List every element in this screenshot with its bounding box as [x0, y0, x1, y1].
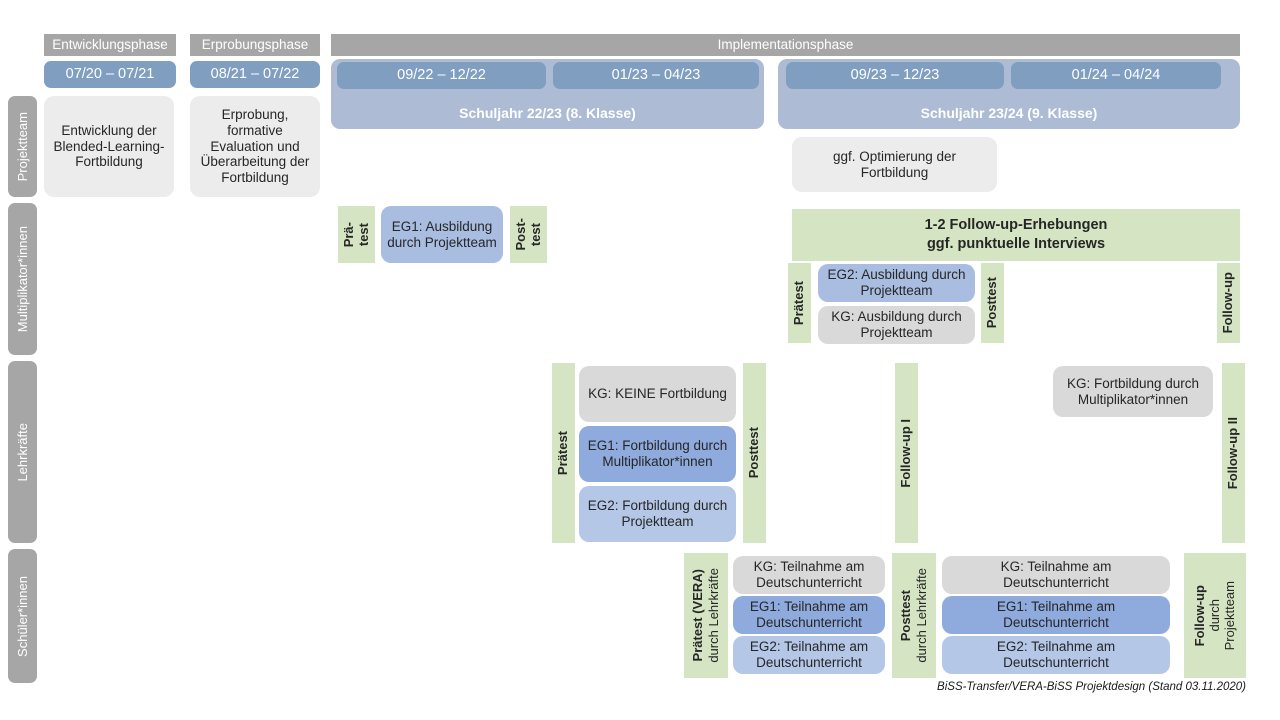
- followup-multiplikatoren: Follow-up: [1217, 263, 1240, 343]
- period-0922-1222: 09/22 – 12/22: [337, 62, 546, 89]
- followup-1-lehrkraefte: Follow-up I: [895, 363, 918, 543]
- card-ggf-optimierung: ggf. Optimierung der Fortbildung: [792, 137, 997, 192]
- period-label: 07/20 – 07/21: [65, 65, 155, 82]
- card-entwicklung-fortbildung: Entwicklung der Blended-Learning-Fortbil…: [44, 96, 174, 197]
- card-eg1-ausbildung-projektteam: EG1: Ausbildung durch Projektteam: [381, 206, 503, 263]
- posttest-line1: Post-: [512, 218, 528, 251]
- period-label: 09/23 – 12/23: [850, 66, 940, 83]
- praetest-vera-bold: Prätest (VERA): [690, 569, 706, 662]
- posttest-schueler: Posttest durch Lehrkräfte: [892, 553, 936, 678]
- card-kg-fortbildung-multiplikatoren: KG: Fortbildung durch Multiplikator*inne…: [1053, 366, 1213, 417]
- followup-sub2: Projektteam: [1222, 580, 1238, 651]
- phase-header-implementationsphase: Implementationsphase: [331, 34, 1240, 56]
- followup-sub1: durch: [1206, 599, 1222, 632]
- schoolyear-label: Schuljahr 22/23 (8. Klasse): [459, 105, 636, 121]
- period-label: 08/21 – 07/22: [210, 65, 300, 82]
- phase-header-erprobungsphase: Erprobungsphase: [190, 34, 320, 56]
- schoolyear-label: Schuljahr 23/24 (9. Klasse): [920, 105, 1098, 121]
- card-kg-keine-fortbildung: KG: KEINE Fortbildung: [579, 366, 736, 422]
- followup-banner-line2: ggf. punktuelle Interviews: [926, 236, 1106, 252]
- row-label-schuelerinnen: Schüler*innen: [8, 549, 37, 683]
- praetest-line2: test: [356, 222, 371, 247]
- followup-erhebungen-banner: 1-2 Follow-up-Erhebungen ggf. punktuelle…: [792, 209, 1240, 261]
- card-eg2-teilnahme-deutschunterricht-a: EG2: Teilnahme am Deutschunterricht: [733, 636, 885, 674]
- praetest-vera-sub: durch Lehrkräfte: [705, 568, 721, 663]
- praetest-line1: Prä-: [340, 221, 356, 248]
- posttest-multiplikatoren: Post- test: [510, 206, 547, 263]
- card-erprobung-evaluation: Erprobung, formative Evaluation und Über…: [190, 96, 320, 197]
- posttest-lehrkraefte: Posttest: [743, 363, 766, 543]
- period-0821-0722: 08/21 – 07/22: [190, 61, 320, 88]
- phase-header-label: Implementationsphase: [717, 37, 854, 53]
- followup-schueler: Follow-up durch Projektteam: [1184, 553, 1246, 678]
- period-0124-0424: 01/24 – 04/24: [1011, 62, 1221, 89]
- followup-banner-line1: 1-2 Follow-up-Erhebungen: [924, 217, 1108, 234]
- card-kg-teilnahme-deutschunterricht-a: KG: Teilnahme am Deutschunterricht: [733, 556, 885, 594]
- praetest-multiplikatoren-2: Prätest: [788, 263, 811, 343]
- praetest-vera-schueler: Prätest (VERA) durch Lehrkräfte: [684, 553, 728, 678]
- card-eg1-teilnahme-deutschunterricht-b: EG1: Teilnahme am Deutschunterricht: [942, 596, 1170, 634]
- period-label: 09/22 – 12/22: [397, 66, 486, 83]
- period-label: 01/24 – 04/24: [1071, 66, 1161, 83]
- footer-credit: BiSS-Transfer/VERA-BiSS Projektdesign (S…: [937, 681, 1246, 693]
- card-kg-ausbildung-projektteam: KG: Ausbildung durch Projektteam: [818, 306, 975, 344]
- card-eg1-fortbildung-multiplikatoren: EG1: Fortbildung durch Multiplikator*inn…: [579, 426, 736, 482]
- period-0720-0721: 07/20 – 07/21: [44, 61, 176, 88]
- phase-header-entwicklungsphase: Entwicklungsphase: [44, 34, 176, 56]
- period-label: 01/23 – 04/23: [611, 66, 701, 83]
- praetest-multiplikatoren: Prä- test: [338, 206, 375, 263]
- period-0123-0423: 01/23 – 04/23: [553, 62, 759, 89]
- followup-bold: Follow-up: [1191, 584, 1207, 647]
- card-eg2-ausbildung-projektteam: EG2: Ausbildung durch Projektteam: [818, 264, 975, 302]
- period-0923-1223: 09/23 – 12/23: [786, 62, 1004, 89]
- posttest-sub: durch Lehrkräfte: [913, 568, 929, 663]
- followup-2-lehrkraefte: Follow-up II: [1222, 363, 1245, 543]
- posttest-multiplikatoren-2: Posttest: [981, 263, 1004, 343]
- row-label-projektteam: Projektteam: [8, 96, 37, 197]
- phase-header-label: Entwicklungsphase: [52, 37, 168, 53]
- card-eg2-teilnahme-deutschunterricht-b: EG2: Teilnahme am Deutschunterricht: [942, 636, 1170, 674]
- posttest-line2: test: [528, 222, 543, 247]
- praetest-lehrkraefte: Prätest: [552, 363, 575, 543]
- phase-header-label: Erprobungsphase: [201, 37, 309, 53]
- row-label-lehrkraefte: Lehrkräfte: [8, 361, 37, 543]
- row-label-multiplikatorinnen: Multiplikator*innen: [8, 203, 37, 355]
- card-eg1-teilnahme-deutschunterricht-a: EG1: Teilnahme am Deutschunterricht: [733, 596, 885, 634]
- card-eg2-fortbildung-projektteam: EG2: Fortbildung durch Projektteam: [579, 486, 736, 542]
- posttest-bold: Posttest: [898, 589, 914, 642]
- card-kg-teilnahme-deutschunterricht-b: KG: Teilnahme am Deutschunterricht: [942, 556, 1170, 594]
